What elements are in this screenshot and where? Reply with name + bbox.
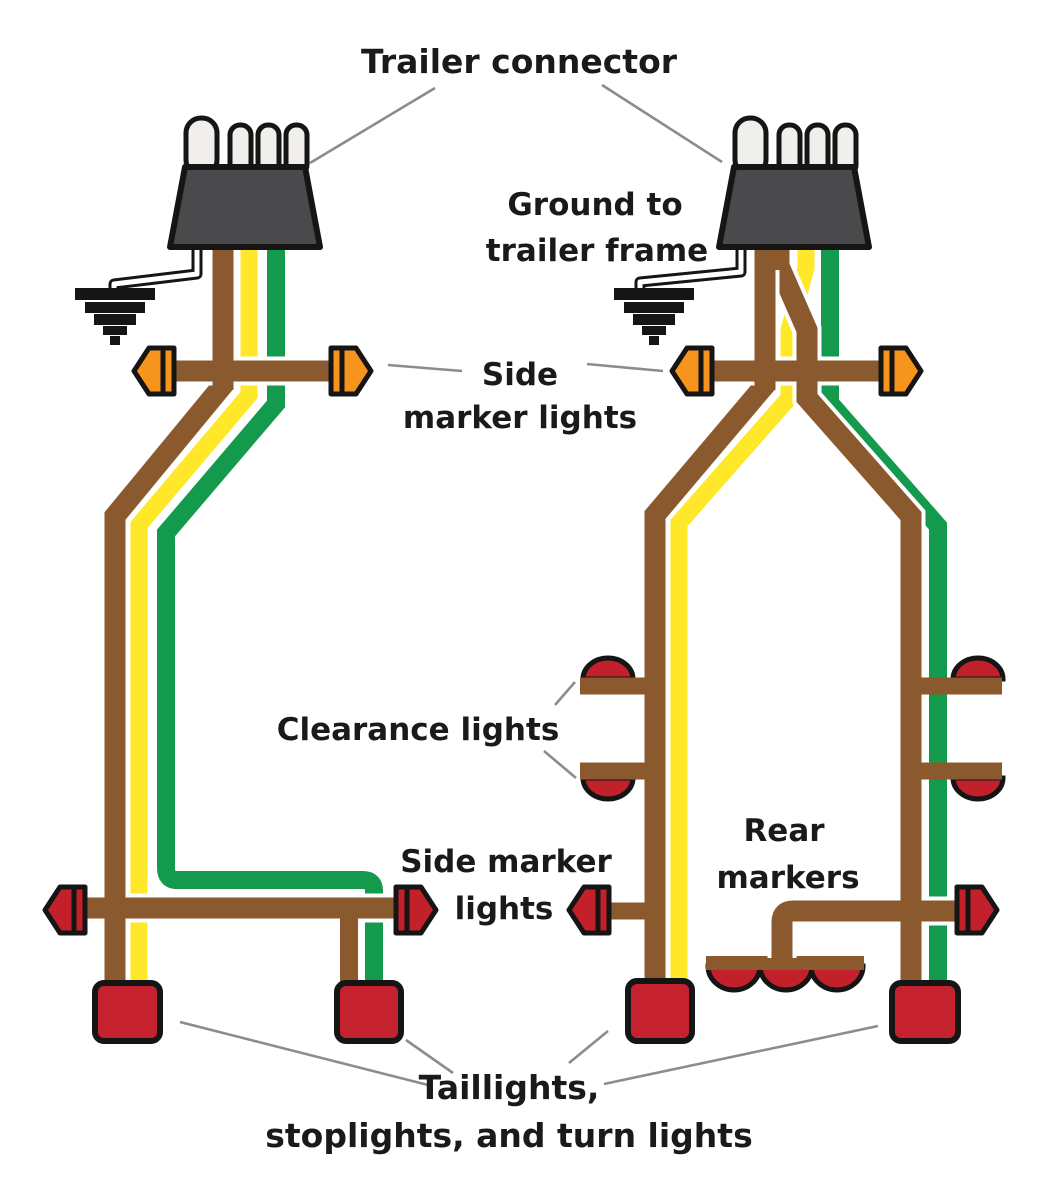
clearance-light-upper-right-icon [950, 655, 1006, 682]
ground-wire-outline [108, 250, 203, 292]
taillight-left-icon [625, 978, 695, 1044]
orange-side-marker-left-icon [134, 348, 174, 394]
left-brown-wire [104, 247, 234, 996]
left-trailer [45, 118, 436, 1044]
right-brown-wire-1 [644, 247, 776, 996]
leader-taillight-2 [405, 1038, 454, 1075]
ground-symbol-icon [614, 288, 694, 345]
orange-side-marker-right-icon [331, 348, 371, 394]
red-side-marker-left-icon [45, 887, 85, 933]
left-green-wire [157, 247, 383, 996]
ground-wire [637, 250, 744, 292]
label-side-marker-top-line2: marker lights [403, 400, 637, 436]
leader-clearance-upper [554, 681, 576, 706]
label-taillights-line1: Taillights, [419, 1068, 600, 1107]
clearance-light-lower-left-icon [580, 775, 636, 802]
label-rear-markers-line1: Rear [743, 813, 825, 849]
leader-side-marker-left [387, 363, 463, 373]
leader-clearance-lower [543, 750, 577, 779]
rear-marker-dome-3-icon [808, 963, 866, 993]
label-trailer-connector: Trailer connector [361, 42, 678, 81]
leader-lines [179, 83, 879, 1088]
clearance-light-upper-left-icon [580, 655, 636, 682]
label-ground-line1: Ground to [507, 187, 682, 223]
right-rear-marker-wire [771, 900, 958, 958]
label-rear-markers-line2: markers [716, 860, 859, 896]
red-side-marker-right-icon [396, 887, 436, 933]
leader-connector-left [309, 86, 436, 165]
leader-taillight-4 [603, 1024, 879, 1086]
leader-taillight-3 [568, 1029, 609, 1065]
ground-symbol-icon [75, 288, 155, 345]
right-trailer [569, 118, 1006, 1044]
red-side-marker-left-icon [569, 887, 609, 933]
leader-connector-right [601, 83, 723, 164]
label-taillights-line2: stoplights, and turn lights [265, 1116, 752, 1155]
trailer-connector-icon [719, 118, 869, 247]
left-yellow-wire [130, 247, 258, 996]
taillight-right-icon [334, 980, 404, 1044]
orange-side-marker-right-icon [881, 348, 921, 394]
taillight-right-icon [889, 980, 961, 1044]
leader-side-marker-right [586, 362, 664, 373]
label-ground-line2: trailer frame [486, 233, 708, 269]
orange-side-marker-left-icon [672, 348, 712, 394]
label-side-marker-top-line1: Side [482, 357, 558, 393]
label-side-marker-bottom-line1: Side marker [400, 844, 612, 880]
label-side-marker-bottom-line2: lights [455, 891, 554, 927]
clearance-light-lower-right-icon [950, 775, 1006, 802]
red-side-marker-right-icon [957, 887, 997, 933]
leader-taillight-1 [179, 1020, 433, 1088]
trailer-connector-icon [170, 118, 320, 247]
labels: Trailer connector Ground to trailer fram… [265, 42, 859, 1155]
taillight-left-icon [92, 980, 163, 1044]
label-clearance-lights: Clearance lights [277, 712, 560, 748]
